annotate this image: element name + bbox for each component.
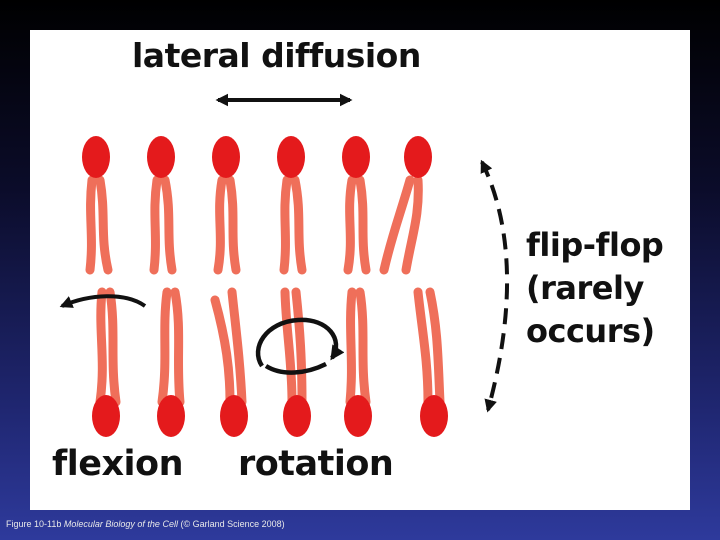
- lipid-bilayer-diagram: [59, 93, 509, 437]
- flexion-arrow-icon: [59, 294, 147, 308]
- rotation-label: rotation: [238, 444, 394, 484]
- caption-figure: Figure 10-11b: [6, 519, 62, 529]
- top-leaflet-tails: [85, 175, 423, 275]
- caption-book: Molecular Biology of the Cell: [63, 519, 178, 529]
- figure-caption: Figure 10-11b Molecular Biology of the C…: [6, 519, 285, 529]
- flip-flop-rarely: (rarely: [526, 269, 644, 307]
- flexion-label: flexion: [52, 444, 184, 484]
- caption-credit: (© Garland Science 2008): [180, 519, 285, 529]
- rotation-arrow-icon: [255, 317, 345, 375]
- bottom-leaflet-heads: [92, 395, 448, 437]
- flip-flop-arrow-icon: [480, 159, 509, 413]
- bottom-leaflet-tails: [95, 287, 445, 407]
- flip-flop-label: flip-flop (rarely occurs): [526, 224, 664, 353]
- top-leaflet-heads: [82, 136, 432, 178]
- flip-flop-title: flip-flop: [526, 226, 664, 264]
- lateral-diffusion-label: lateral diffusion: [132, 36, 421, 75]
- flip-flop-occurs: occurs): [526, 312, 655, 350]
- diagram-panel: lateral diffusion flexion rotation flip-…: [30, 30, 690, 510]
